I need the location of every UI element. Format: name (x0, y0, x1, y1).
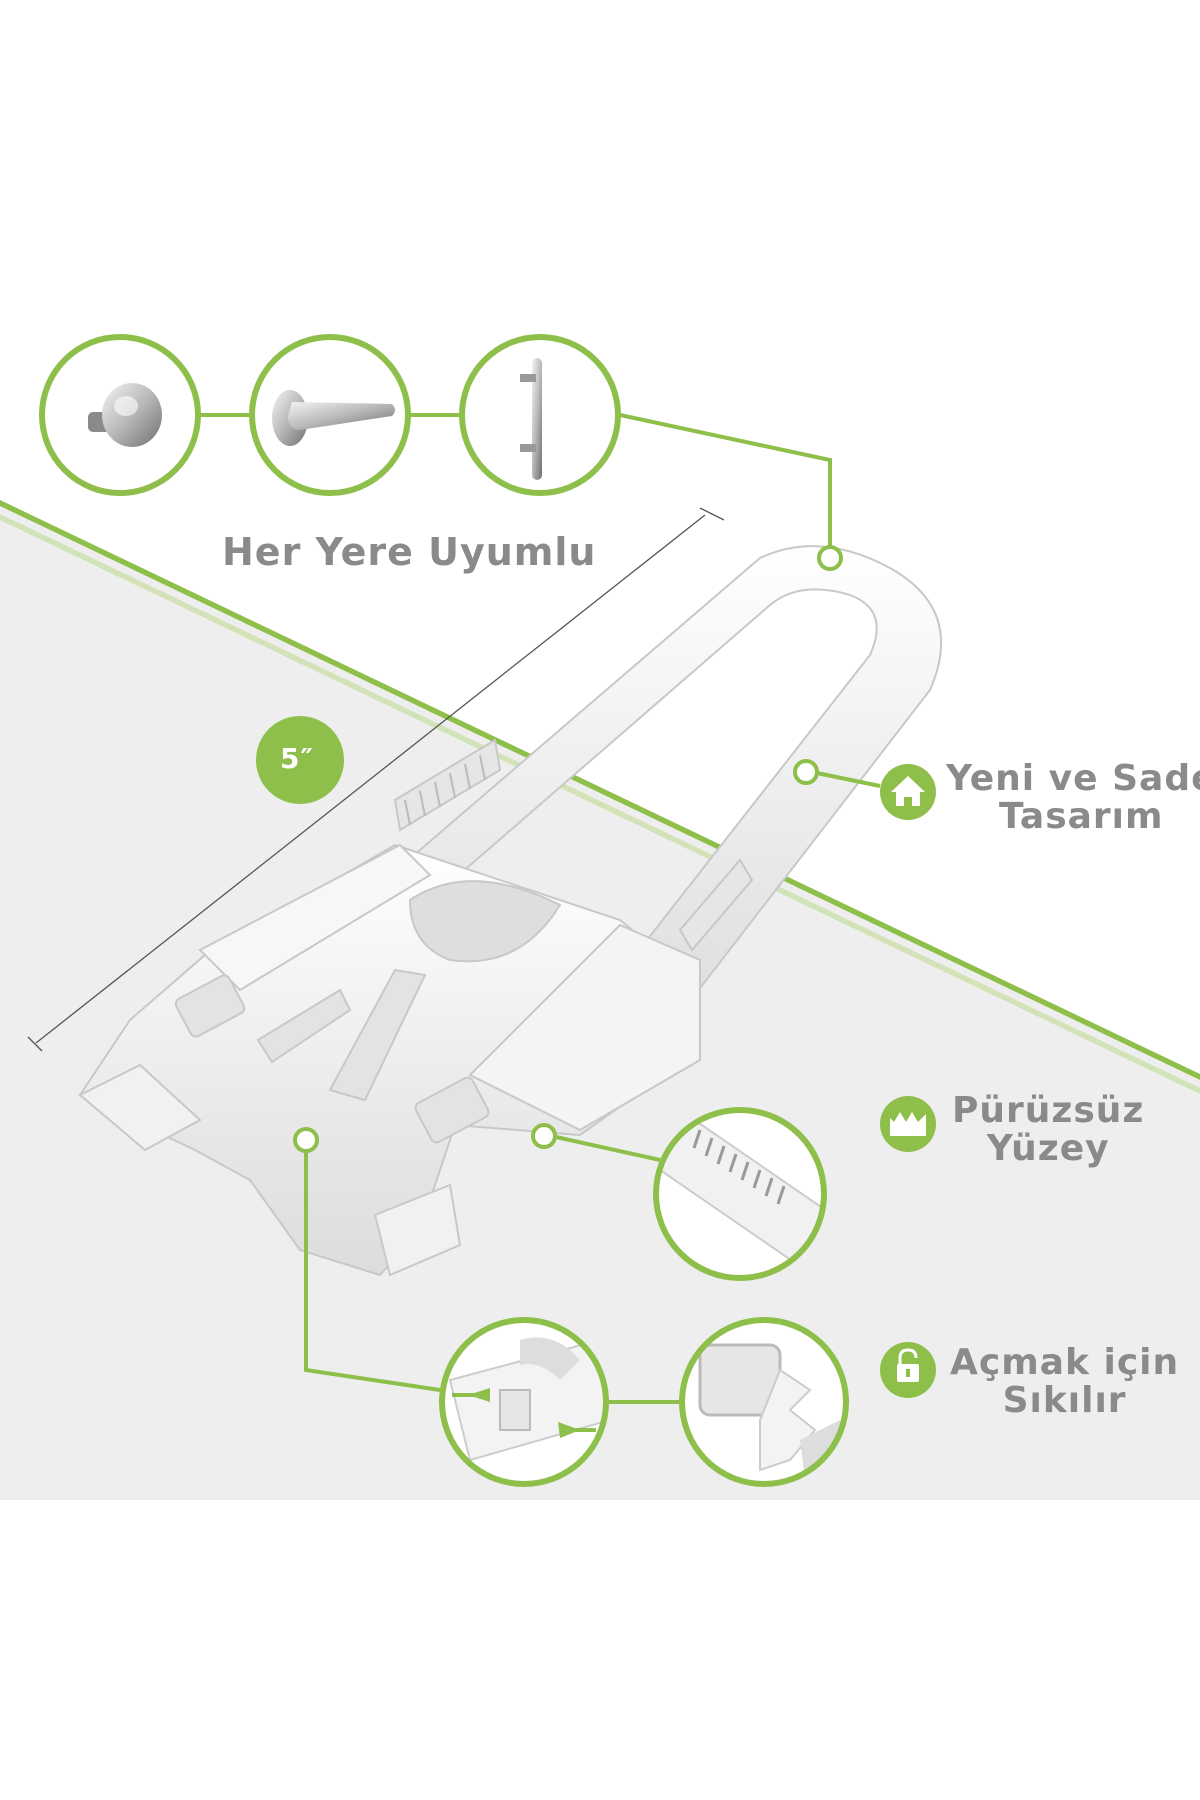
feature-surface-line1: Pürüzsüz (952, 1090, 1145, 1131)
feature-surface-line2: Yüzey (986, 1127, 1110, 1169)
anchor-dot-surface (531, 1123, 557, 1149)
dimension-line (27, 507, 725, 1052)
anchor-dot-squeeze (293, 1127, 319, 1153)
lock-product (78, 545, 943, 1277)
teeth-icon (880, 1096, 936, 1152)
bar-handle-icon (520, 358, 542, 480)
feature-squeeze-line1: Açmak için (950, 1342, 1180, 1383)
size-badge-label: 5″ (280, 742, 314, 775)
feature-squeeze-line2: Sıkılır (1002, 1379, 1127, 1421)
anchor-dot-top (817, 545, 843, 571)
diagonal-band (0, 500, 1200, 1080)
feature-design-line2: Tasarım (998, 795, 1164, 837)
lever-handle-icon (272, 390, 395, 446)
compat-title: Her Yere Uyumlu (222, 530, 597, 574)
compat-connectors (200, 413, 832, 555)
anchor-dot-design (793, 759, 819, 785)
knob-icon (88, 383, 162, 447)
home-icon (880, 764, 936, 820)
size-badge (256, 716, 344, 804)
feature-surface-label: Pürüzsüz Yüzey (952, 1092, 1144, 1168)
feature-design-label: Yeni ve Sade Tasarım (946, 760, 1200, 836)
unlock-icon (880, 1342, 936, 1398)
feature-squeeze-label: Açmak için Sıkılır (950, 1344, 1179, 1420)
feature-connectors (304, 770, 881, 1404)
feature-design-line1: Yeni ve Sade (946, 758, 1200, 799)
